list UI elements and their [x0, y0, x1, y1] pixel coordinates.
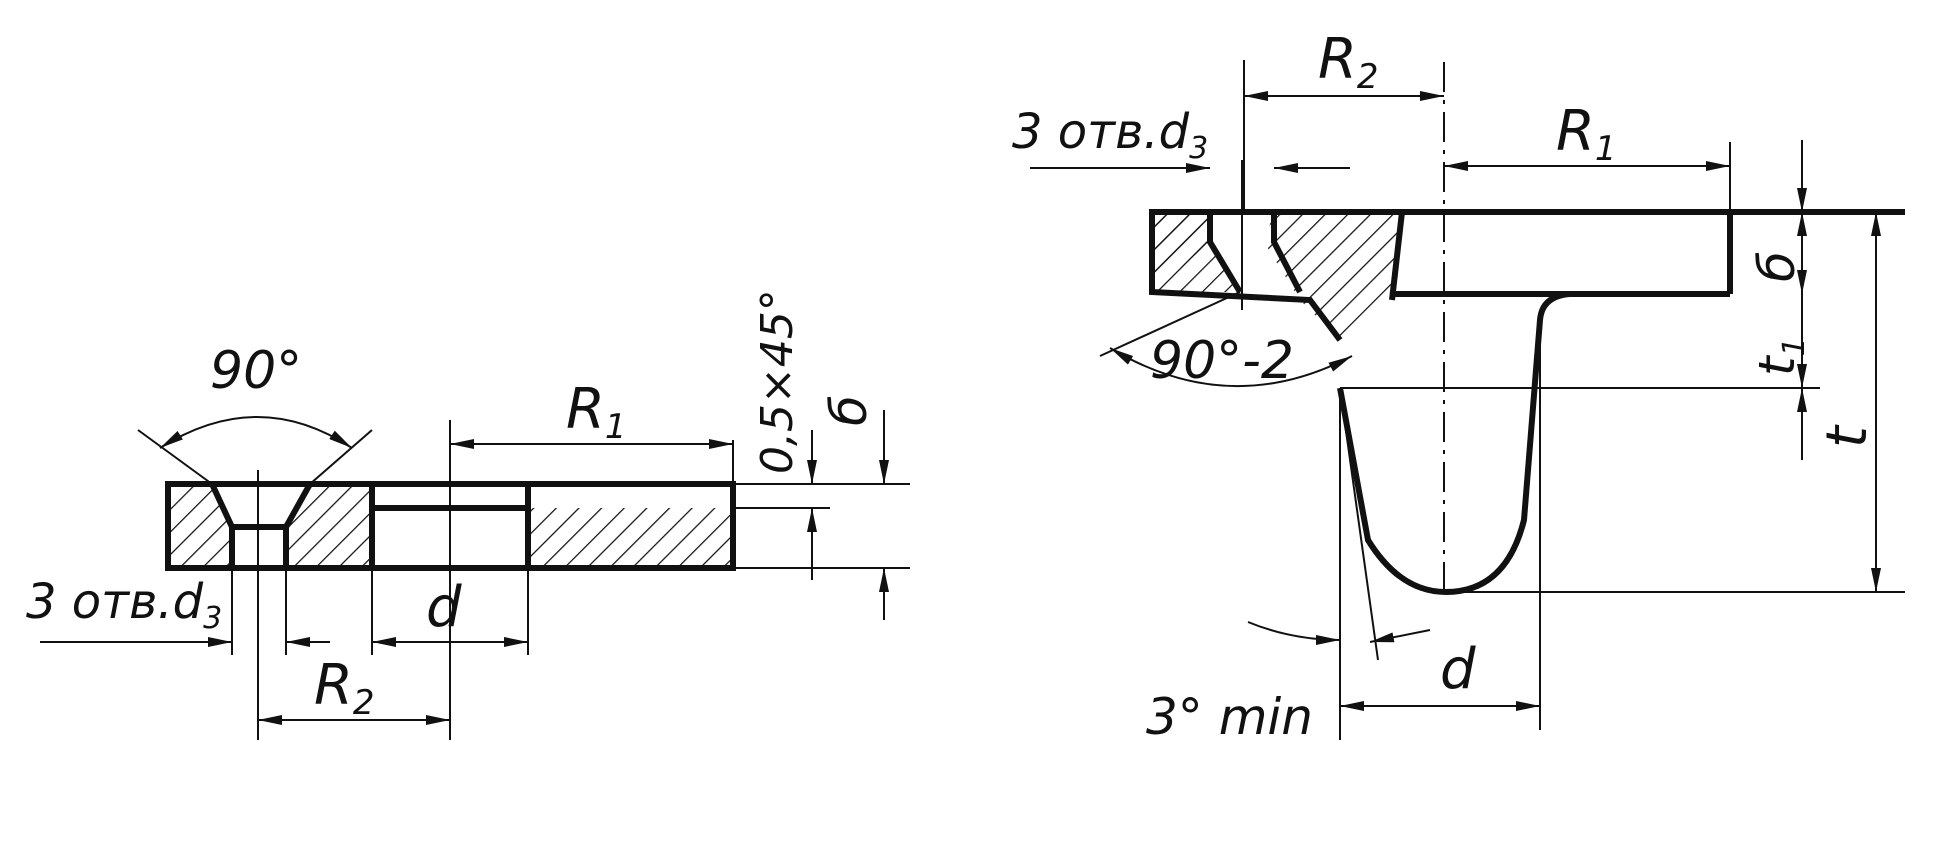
left-r1-label: R1 — [566, 377, 627, 447]
right-hatch-region-2 — [1264, 212, 1402, 340]
right-flange-outline — [1149, 209, 1905, 342]
right-draft-arrow-2 — [1369, 629, 1431, 643]
left-d-label: d — [426, 575, 462, 640]
left-thickness-label: б — [820, 395, 878, 426]
right-d-label: d — [1440, 637, 1476, 702]
left-hatch-region-2 — [286, 484, 372, 568]
right-section-view: R2 R1 3 отв.d3 90°-2 б t1 t d 3° mi — [1012, 27, 1905, 746]
right-angle-arc — [1109, 347, 1353, 388]
left-angle-ext-2 — [309, 429, 373, 485]
left-section-view: 90° R1 3 отв.d3 d R2 0,5×45° б — [26, 289, 910, 740]
right-t-label: t — [1815, 424, 1880, 448]
left-hatch-region-3 — [528, 508, 733, 568]
right-flange-edge — [1389, 211, 1405, 301]
left-hatch-region-1 — [168, 484, 232, 568]
right-angle-ext — [1099, 291, 1241, 357]
right-thickness-label: б — [1748, 251, 1806, 282]
right-draft-label: 3° min — [1146, 688, 1313, 746]
left-angle-ext-1 — [137, 429, 213, 485]
right-countersink-2 — [1271, 212, 1303, 294]
left-angle-arc — [159, 416, 353, 449]
right-r1-label: R1 — [1556, 99, 1617, 169]
right-holes-label: 3 отв.d3 — [1012, 104, 1208, 166]
right-r2-label: R2 — [1318, 27, 1379, 97]
right-draft-line — [1339, 387, 1379, 661]
right-pocket — [1337, 291, 1571, 596]
right-angle-label: 90°-2 — [1150, 331, 1294, 391]
left-chamfer-label: 0,5×45° — [752, 289, 803, 474]
right-countersink — [1207, 212, 1243, 294]
right-hatch-region-3 — [1152, 212, 1240, 292]
left-holes-label: 3 отв.d3 — [26, 574, 222, 636]
left-angle-label: 90° — [210, 341, 302, 401]
right-draft-arc — [1247, 621, 1341, 645]
right-t1-label: t1 — [1748, 337, 1812, 376]
left-r2-label: R2 — [314, 653, 375, 723]
